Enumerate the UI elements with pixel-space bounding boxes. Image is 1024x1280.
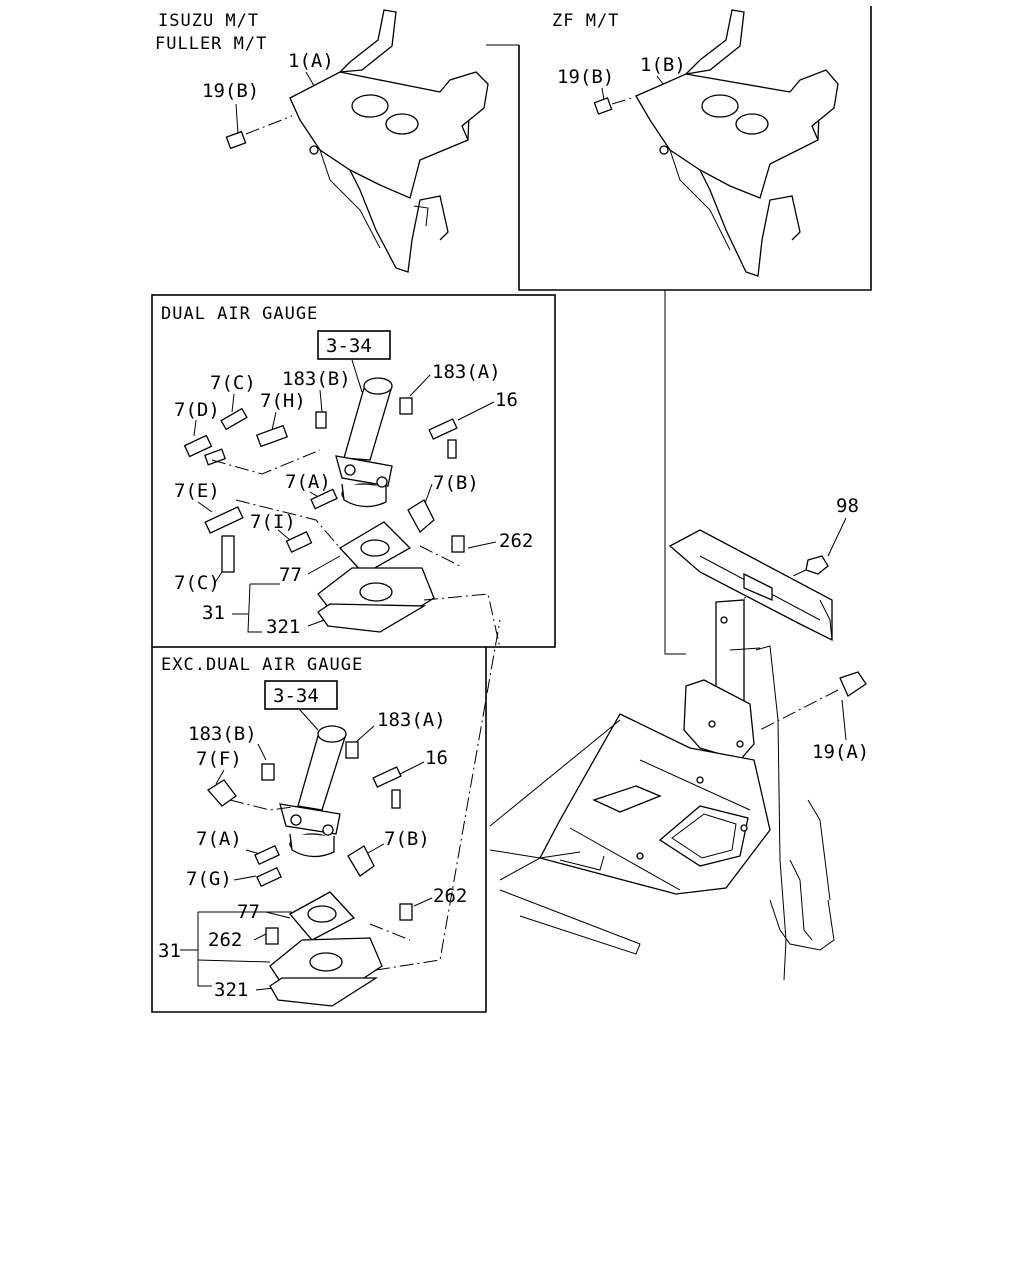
label-1b: 1(B) bbox=[640, 54, 686, 76]
exc-lever-boot bbox=[279, 725, 347, 858]
zf-section: ZF M/T 1(B) 19(B) bbox=[518, 6, 872, 291]
exc-plates bbox=[269, 891, 383, 1007]
label-dual-31: 31 bbox=[202, 602, 225, 624]
label-dual-183b: 183(B) bbox=[282, 368, 351, 390]
ref-box-exc bbox=[264, 680, 338, 710]
dual-air-gauge-section: DUAL AIR GAUGE 3-34 7(C) 7(D) 7(H) 183(B… bbox=[151, 294, 556, 649]
header-fuller: FULLER M/T bbox=[155, 34, 267, 54]
label-98: 98 bbox=[836, 495, 859, 517]
label-exc-262-left: 262 bbox=[208, 929, 242, 951]
exc-fittings bbox=[207, 741, 413, 945]
header-dual: DUAL AIR GAUGE bbox=[161, 304, 318, 324]
label-dual-7c-bottom: 7(C) bbox=[174, 572, 220, 594]
label-dual-77: 77 bbox=[279, 564, 302, 586]
label-exc-321: 321 bbox=[214, 979, 248, 1001]
label-dual-7b: 7(B) bbox=[433, 472, 479, 494]
header-zf: ZF M/T bbox=[552, 11, 619, 31]
label-dual-16: 16 bbox=[495, 389, 518, 411]
label-19a: 19(A) bbox=[812, 741, 869, 763]
label-dual-7c-top: 7(C) bbox=[210, 372, 256, 394]
cab-floor-illustration: 98 19(A) bbox=[489, 495, 869, 981]
ref-exc: 3-34 bbox=[273, 685, 319, 707]
label-exc-7f: 7(F) bbox=[196, 748, 242, 770]
bracket-1a-illustration: ISUZU M/T FULLER M/T 1(A) 19(B) bbox=[155, 9, 489, 273]
dual-lever-boot bbox=[335, 377, 393, 508]
label-dual-183a: 183(A) bbox=[432, 361, 501, 383]
label-exc-183b: 183(B) bbox=[188, 723, 257, 745]
label-exc-7a: 7(A) bbox=[196, 828, 242, 850]
label-19b-left: 19(B) bbox=[202, 80, 259, 102]
label-19b-right: 19(B) bbox=[557, 66, 614, 88]
label-exc-7b: 7(B) bbox=[384, 828, 430, 850]
ref-box-dual bbox=[317, 330, 391, 360]
dual-plates bbox=[317, 521, 435, 633]
label-exc-262-right: 262 bbox=[433, 885, 467, 907]
ref-dual: 3-34 bbox=[326, 335, 372, 357]
label-exc-183a: 183(A) bbox=[377, 709, 446, 731]
label-dual-7h: 7(H) bbox=[260, 390, 306, 412]
header-exc: EXC.DUAL AIR GAUGE bbox=[161, 655, 363, 675]
header-isuzu: ISUZU M/T bbox=[158, 11, 259, 31]
label-dual-7i: 7(I) bbox=[250, 511, 296, 533]
label-dual-321: 321 bbox=[266, 616, 300, 638]
label-exc-31: 31 bbox=[158, 940, 181, 962]
label-dual-7a: 7(A) bbox=[285, 471, 331, 493]
label-1a: 1(A) bbox=[288, 50, 334, 72]
label-dual-262: 262 bbox=[499, 530, 533, 552]
label-exc-7g: 7(G) bbox=[186, 868, 232, 890]
label-dual-7e: 7(E) bbox=[174, 480, 220, 502]
label-exc-16: 16 bbox=[425, 747, 448, 769]
exc-dual-air-gauge-section: EXC.DUAL AIR GAUGE 3-34 183(B) 183(A) 7(… bbox=[151, 619, 501, 1013]
label-dual-7d: 7(D) bbox=[174, 399, 220, 421]
